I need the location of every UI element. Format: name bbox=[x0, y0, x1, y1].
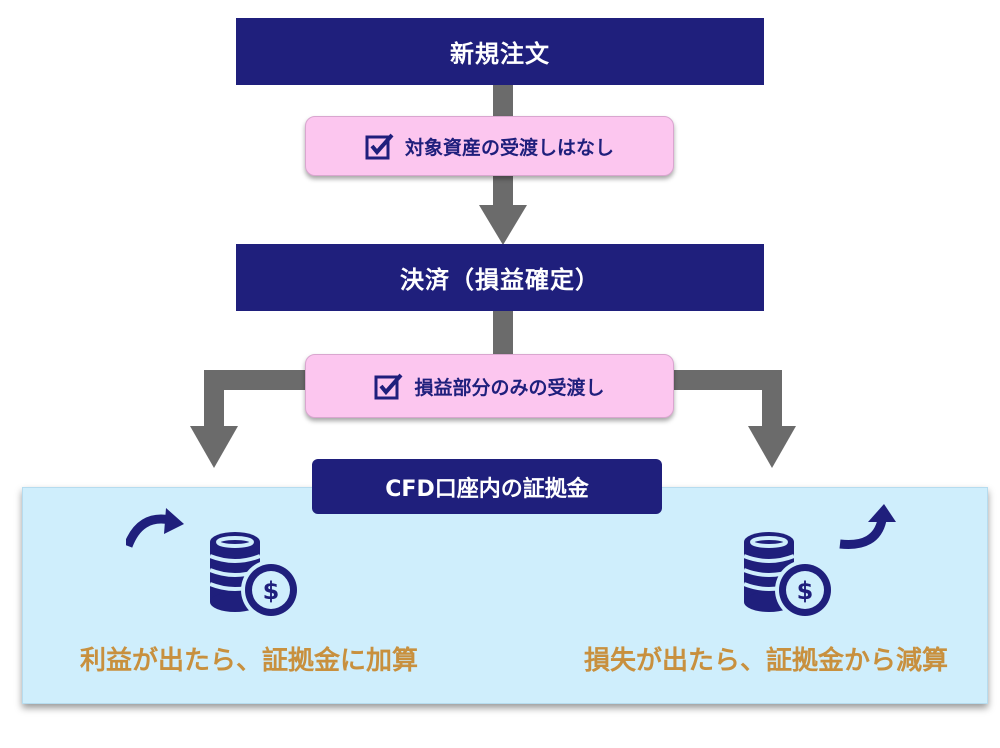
curved-arrow-icon bbox=[839, 504, 896, 549]
cfd-margin-text: CFD口座内の証拠金 bbox=[385, 476, 589, 502]
note-box-2: 損益部分のみの受渡し bbox=[305, 354, 674, 418]
svg-text:$: $ bbox=[797, 577, 814, 605]
coin-stack-dollar-icon: $ bbox=[209, 532, 301, 620]
curved-arrow-icon bbox=[126, 508, 184, 548]
checkbox-icon bbox=[374, 373, 403, 400]
arrowhead-down-1 bbox=[479, 205, 527, 245]
arrowhead-down-left bbox=[190, 426, 238, 468]
settlement-label: 決済（損益確定） bbox=[400, 266, 600, 294]
note-1-label: 対象資産の受渡しはなし bbox=[404, 136, 614, 159]
profit-caption: 利益が出たら、証拠金に加算 bbox=[80, 646, 419, 676]
connector-right-vertical bbox=[762, 370, 782, 426]
connector-right-horizontal bbox=[672, 370, 782, 390]
connector-left-vertical bbox=[204, 370, 224, 426]
coin-stack-dollar-icon: $ bbox=[743, 532, 835, 620]
loss-caption: 損失が出たら、証拠金から減算 bbox=[584, 646, 949, 676]
settlement-box: 決済（損益確定） bbox=[236, 244, 764, 311]
connector-left-horizontal bbox=[204, 370, 314, 390]
note-box-1: 対象資産の受渡しはなし bbox=[305, 116, 674, 176]
checkbox-icon bbox=[365, 133, 394, 160]
note-2-label: 損益部分のみの受渡し bbox=[414, 376, 605, 399]
new-order-label: 新規注文 bbox=[450, 40, 550, 68]
new-order-box: 新規注文 bbox=[236, 18, 764, 85]
svg-text:$: $ bbox=[263, 577, 280, 605]
arrowhead-down-right bbox=[748, 426, 796, 468]
cfd-margin-label: CFD口座内の証拠金 bbox=[312, 459, 662, 514]
